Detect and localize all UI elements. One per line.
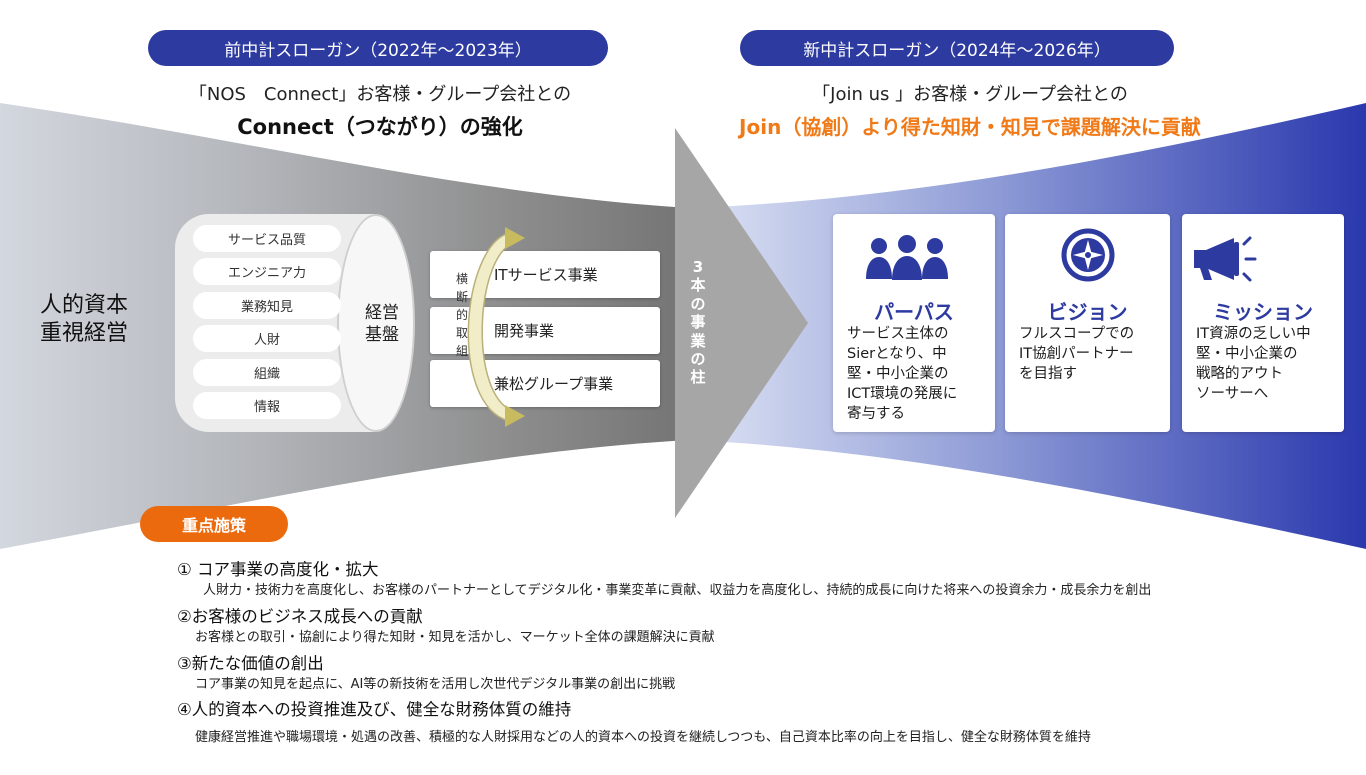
three-pillars-label: 3 本 の 事 業 の 柱 [683,258,713,387]
measure-1-heading: ① コア事業の高度化・拡大 [177,560,379,579]
compass-icon [1061,228,1115,282]
measure-3-detail: コア事業の知見を起点に、AI等の新技術を活用し次世代デジタル事業の創出に挑戦 [195,677,676,692]
previous-slogan-pill: 前中計スローガン（2022年～2023年） [148,30,608,66]
cross-functional-char: 断 [455,290,468,304]
card-line: IT協創パートナー [1019,346,1134,362]
pillars-char: 本 [690,276,706,295]
business-it-service: ITサービス事業 [430,251,660,298]
new-slogan-label: 新中計スローガン（2024年～2026年） [803,40,1111,61]
card-line: サービス主体の [847,326,949,342]
new-slogan-line1: 「Join us 」お客様・グループ会社との [812,84,1128,105]
vision-text: フルスコープでの IT協創パートナー を目指す [1019,324,1162,384]
vision-card: ビジョン フルスコープでの IT協創パートナー を目指す [1005,214,1170,432]
measure-4-detail: 健康経営推進や職場環境・処遇の改善、積極的な人財採用などの人的資本への投資を継続… [195,730,1091,745]
focus-measures-badge-label: 重点施策 [181,516,246,535]
previous-slogan-line2: Connect（つながり）の強化 [237,115,523,139]
human-capital-line2: 重視経営 [39,321,128,346]
cross-functional-char: 的 [455,308,468,322]
card-line: 堅・中小企業の [1196,346,1298,362]
foundation-item: サービス品質 [193,225,341,252]
vision-title: ビジョン [1047,300,1128,324]
measure-1-detail: 人財力・技術力を高度化し、お客様のパートナーとしてデジタル化・事業変革に貢献、収… [203,583,1152,598]
purpose-card: パーパス サービス主体の Sierとなり、中 堅・中小企業の ICT環境の発展に… [833,214,995,432]
mission-text: IT資源の乏しい中 堅・中小企業の 戦略的アウト ソーサーへ [1196,324,1336,404]
cross-functional-arrow-icon [467,227,525,427]
pillars-char: の [690,294,706,313]
cross-functional-char: 横 [455,272,468,286]
foundation-label-line1: 経営 [365,303,399,323]
pillars-char: 業 [690,331,706,350]
card-line: ICT環境の発展に [847,386,958,402]
previous-slogan-label: 前中計スローガン（2022年～2023年） [224,40,532,61]
business-label: 開発事業 [494,322,555,340]
purpose-title: パーパス [874,300,954,324]
foundation-item: 情報 [193,391,341,419]
people-icon [866,235,948,280]
purpose-text: サービス主体の Sierとなり、中 堅・中小企業の ICT環境の発展に 寄与する [847,324,987,424]
foundation-cylinder-end [337,214,415,432]
business-label: 兼松グループ事業 [494,375,614,393]
cross-functional-label: 横 断 的 取 組 [452,270,472,360]
card-line: フルスコープでの [1019,326,1135,342]
focus-measures-badge: 重点施策 [140,506,288,542]
card-line: Sierとなり、中 [847,346,947,362]
foundation-item: 業務知見 [193,291,341,319]
megaphone-icon [1194,236,1257,282]
foundation-label-line2: 基盤 [365,325,399,345]
center-arrow [675,128,808,518]
card-line: を目指す [1019,366,1077,382]
foundation-item: 人財 [193,325,341,353]
measure-4-heading: ④人的資本への投資推進及び、健全な財務体質の維持 [177,700,572,719]
cross-functional-char: 取 [455,326,468,340]
new-slogan-line2: Join（協創）より得た知財・知見で課題解決に貢献 [739,115,1201,139]
business-label: ITサービス事業 [494,266,598,284]
cross-functional-char: 組 [455,344,468,358]
mission-card: ミッション IT資源の乏しい中 堅・中小企業の 戦略的アウト ソーサーへ [1182,214,1344,432]
pillars-char: 事 [690,313,706,332]
card-line: ソーサーへ [1196,386,1269,402]
human-capital-line1: 人的資本 [39,293,128,318]
pillars-char: 柱 [690,368,706,387]
business-kanematsu-group: 兼松グループ事業 [430,360,660,407]
foundation-item: 組織 [193,358,341,386]
human-capital-label: 人的資本 重視経営 [28,292,140,348]
new-slogan-pill: 新中計スローガン（2024年～2026年） [740,30,1174,66]
previous-slogan-line1: 「NOS Connect」お客様・グループ会社との [188,84,572,105]
foundation-list: サービス品質 エンジニア力 業務知見 人財 組織 情報 [193,225,341,425]
pillars-char: 3 [692,258,704,276]
measure-3-heading: ③新たな価値の創出 [177,654,324,673]
card-line: IT資源の乏しい中 [1196,326,1311,342]
card-line: 戦略的アウト [1196,366,1283,382]
foundation-item: エンジニア力 [193,258,341,286]
card-line: 堅・中小企業の [847,366,949,382]
mission-title: ミッション [1213,300,1313,324]
card-line: 寄与する [847,406,905,422]
measure-2-heading: ②お客様のビジネス成長への貢献 [177,607,423,626]
foundation-label: 経営 基盤 [352,302,412,346]
pillars-char: の [690,350,706,369]
measure-2-detail: お客様との取引・協創により得た知財・知見を活かし、マーケット全体の課題解決に貢献 [195,630,715,645]
